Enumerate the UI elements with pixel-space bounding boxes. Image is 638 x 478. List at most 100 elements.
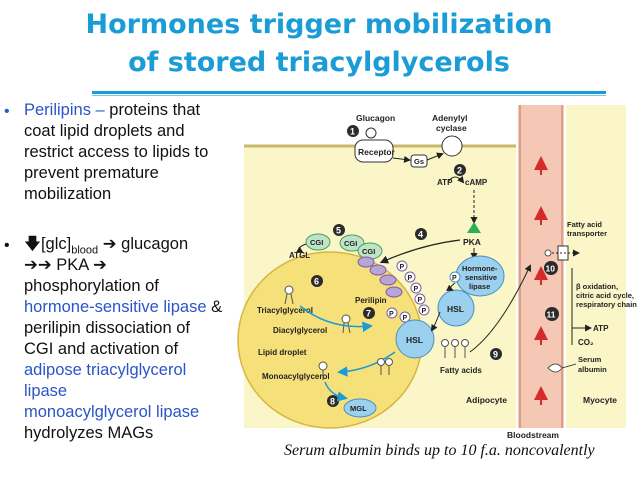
phosphate-icon: [386, 307, 398, 319]
receptor-to-gs-arrow: [392, 155, 411, 163]
triacylglycerol-label: Triacylglycerol: [257, 306, 313, 315]
svg-text:cyclase: cyclase: [436, 123, 467, 133]
svg-text:P: P: [452, 275, 457, 282]
fatty-acids-label: Fatty acids: [440, 366, 482, 375]
bullet1-line3: restrict access to lipids to: [24, 143, 209, 161]
phosphate-group-icons: [396, 260, 430, 323]
down-arrow-icon: 🡇: [24, 235, 41, 253]
glucagon-molecule: [365, 127, 377, 139]
svg-text:P: P: [403, 315, 408, 322]
svg-text:HSL: HSL: [447, 304, 464, 314]
title-line-2: of stored triacylglycerols: [128, 47, 510, 78]
pka-triangle: [467, 222, 481, 233]
svg-text:Serum: Serum: [578, 355, 602, 364]
step-9-icon: [490, 348, 502, 360]
svg-text:CGI: CGI: [344, 239, 357, 248]
mgl-enzyme: [343, 398, 377, 418]
svg-text:transporter: transporter: [567, 229, 607, 238]
svg-text:Receptor: Receptor: [358, 147, 396, 157]
fa-export-arrow: [469, 264, 532, 353]
svg-text:8: 8: [330, 397, 335, 407]
perilipin-label: Perilipin: [355, 296, 387, 305]
tag-hydrolysis-arrow: [299, 305, 373, 332]
svg-text:7: 7: [366, 309, 371, 319]
step-6-icon: [311, 275, 323, 287]
svg-text:9: 9: [493, 350, 498, 360]
glucagon-label: Glucagon: [356, 113, 395, 123]
step-8-icon: [327, 395, 339, 407]
bullet2-line7: adipose triacylglycerol: [24, 361, 187, 379]
perilipins-term: Perilipins –: [24, 101, 105, 119]
bullet2-line8: lipase: [24, 382, 68, 400]
camp-label: cAMP: [465, 178, 488, 187]
bullet2-line4: hormone-sensitive lipase &: [24, 298, 223, 316]
atp-to-camp-arrow: [447, 175, 465, 184]
svg-text:albumin: albumin: [578, 365, 607, 374]
bloodstream-label: Bloodstream: [507, 430, 559, 440]
svg-text:sensitive: sensitive: [465, 273, 497, 282]
cgi-protein: [305, 233, 331, 251]
hsl-phosphorylated: [437, 289, 475, 327]
bullet2-line1: 🡇[glc]blood ➔ glucagon: [24, 235, 189, 257]
right-arrow-icon: ➔: [92, 256, 107, 274]
svg-text:MGL: MGL: [350, 404, 367, 413]
bullet1-line1: Perilipins – proteins that: [24, 101, 201, 119]
atp-label: ATP: [437, 178, 453, 187]
svg-text:β oxidation,: β oxidation,: [576, 282, 618, 291]
bullet-dot-2: •: [4, 237, 10, 254]
hsl-translocation-arrow: [430, 311, 441, 332]
svg-text:P: P: [408, 275, 413, 282]
adenylyl-cyclase: [441, 135, 463, 157]
myocyte-cell: [566, 105, 626, 428]
right-arrow-icon: ➔: [102, 235, 117, 253]
bullet2-line10: hydrolyzes MAGs: [24, 424, 154, 442]
svg-text:Fatty acid: Fatty acid: [567, 220, 602, 229]
svg-text:HSL: HSL: [406, 335, 423, 345]
step-11-icon: [545, 307, 559, 321]
hsl-on-droplet: [395, 319, 435, 359]
step-5-icon: [333, 224, 345, 236]
bullet-dot-1: •: [4, 103, 10, 120]
phosphate-icon: [449, 271, 461, 283]
svg-text:P: P: [422, 308, 427, 315]
co2-label: CO₂: [578, 338, 594, 347]
dag-hydrolysis-arrow: [337, 351, 396, 377]
svg-text:lipase: lipase: [469, 282, 490, 291]
svg-text:Gs: Gs: [414, 157, 424, 166]
cgi-to-atgl-arrow: [295, 243, 307, 253]
svg-text:P: P: [418, 297, 423, 304]
bullet1-line2: coat lipid droplets and: [24, 122, 185, 140]
svg-text:citric acid cycle,: citric acid cycle,: [576, 291, 634, 300]
bullet2-line3: phosphorylation of: [24, 277, 159, 295]
perilipin-coat: [357, 256, 403, 298]
bullet2-line6: CGI and activation of: [24, 340, 179, 358]
pka-to-perilipin-arrow: [379, 239, 461, 264]
fatty-acid-icon: [544, 249, 552, 257]
svg-text:2: 2: [457, 166, 462, 176]
svg-text:11: 11: [547, 310, 556, 320]
atp-output-label: ATP: [593, 324, 609, 333]
step-4-icon: [415, 228, 427, 240]
svg-text:P: P: [389, 311, 394, 318]
gs-to-ac-arrow: [426, 152, 444, 161]
lipid-droplet-label: Lipid droplet: [258, 348, 307, 357]
bullet2-line2: ➔➔ PKA ➔: [24, 256, 107, 274]
svg-text:6: 6: [314, 277, 319, 287]
albumin-leader: [561, 363, 577, 369]
double-arrow-icon: ➔➔: [24, 256, 52, 274]
gs-protein: [410, 154, 428, 168]
svg-text:P: P: [400, 264, 405, 271]
svg-text:1: 1: [350, 127, 355, 137]
hsl-activation-arrow: [445, 282, 456, 291]
step-1-icon: [347, 125, 359, 137]
svg-text:5: 5: [336, 226, 341, 236]
bullet1-line5: mobilization: [24, 185, 112, 203]
step-2-icon: [454, 164, 466, 176]
atgl-label: ATGL: [289, 251, 310, 260]
myocyte-label: Myocyte: [583, 395, 617, 405]
bullet2-line5: perilipin dissociation of: [24, 319, 191, 337]
adipocyte-label: Adipocyte: [466, 395, 507, 405]
title-line-1: Hormones trigger mobilization: [85, 9, 553, 40]
diacylglycerol-label: Diacylglycerol: [273, 326, 327, 335]
